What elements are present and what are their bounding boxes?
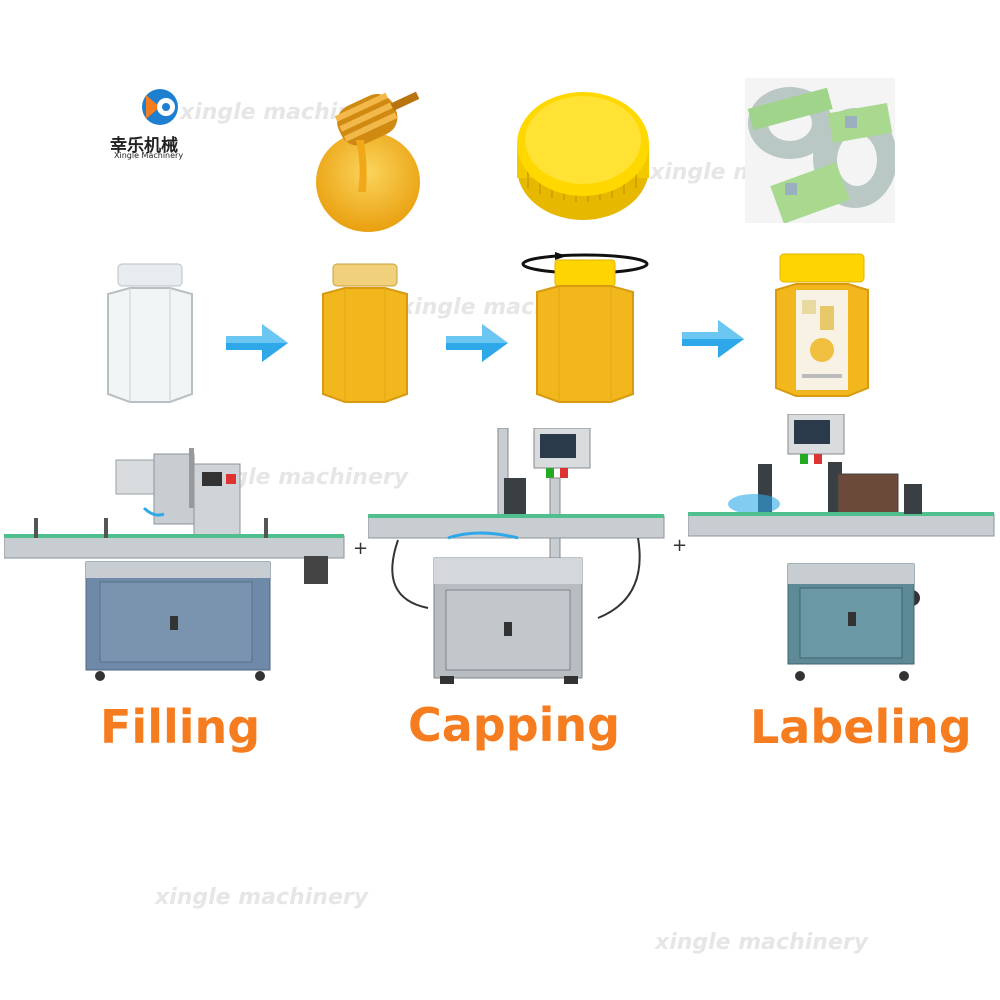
capped-jar bbox=[521, 252, 649, 403]
gear-logo-icon bbox=[142, 89, 178, 125]
watermark: xingle machinery bbox=[155, 885, 369, 910]
arrow-right-icon bbox=[446, 324, 508, 362]
stage-label-labeling: Labeling bbox=[750, 700, 972, 754]
arrow-right-icon bbox=[226, 324, 288, 362]
plus-sign: + bbox=[672, 535, 688, 556]
filled-jar bbox=[322, 263, 408, 403]
capping-machine bbox=[368, 428, 665, 684]
labeled-jar bbox=[775, 253, 869, 397]
stage-label-filling: Filling bbox=[100, 700, 261, 754]
arrow-right-icon bbox=[682, 320, 744, 358]
stage-label-capping: Capping bbox=[408, 698, 621, 752]
bottle-cap-image bbox=[517, 92, 649, 220]
label-roll-image bbox=[745, 78, 895, 223]
watermark: xingle machinery bbox=[655, 930, 869, 955]
logo-en: Xingle Machinery bbox=[114, 151, 184, 160]
empty-jar bbox=[107, 263, 193, 403]
filling-machine bbox=[4, 448, 345, 681]
plus-sign: + bbox=[353, 538, 369, 559]
labeling-machine bbox=[688, 414, 995, 681]
company-logo: 幸乐机械 Xingle Machinery bbox=[110, 85, 230, 160]
logo-cn: 幸乐机械 bbox=[110, 136, 178, 156]
honey-dipper-image bbox=[316, 91, 420, 232]
